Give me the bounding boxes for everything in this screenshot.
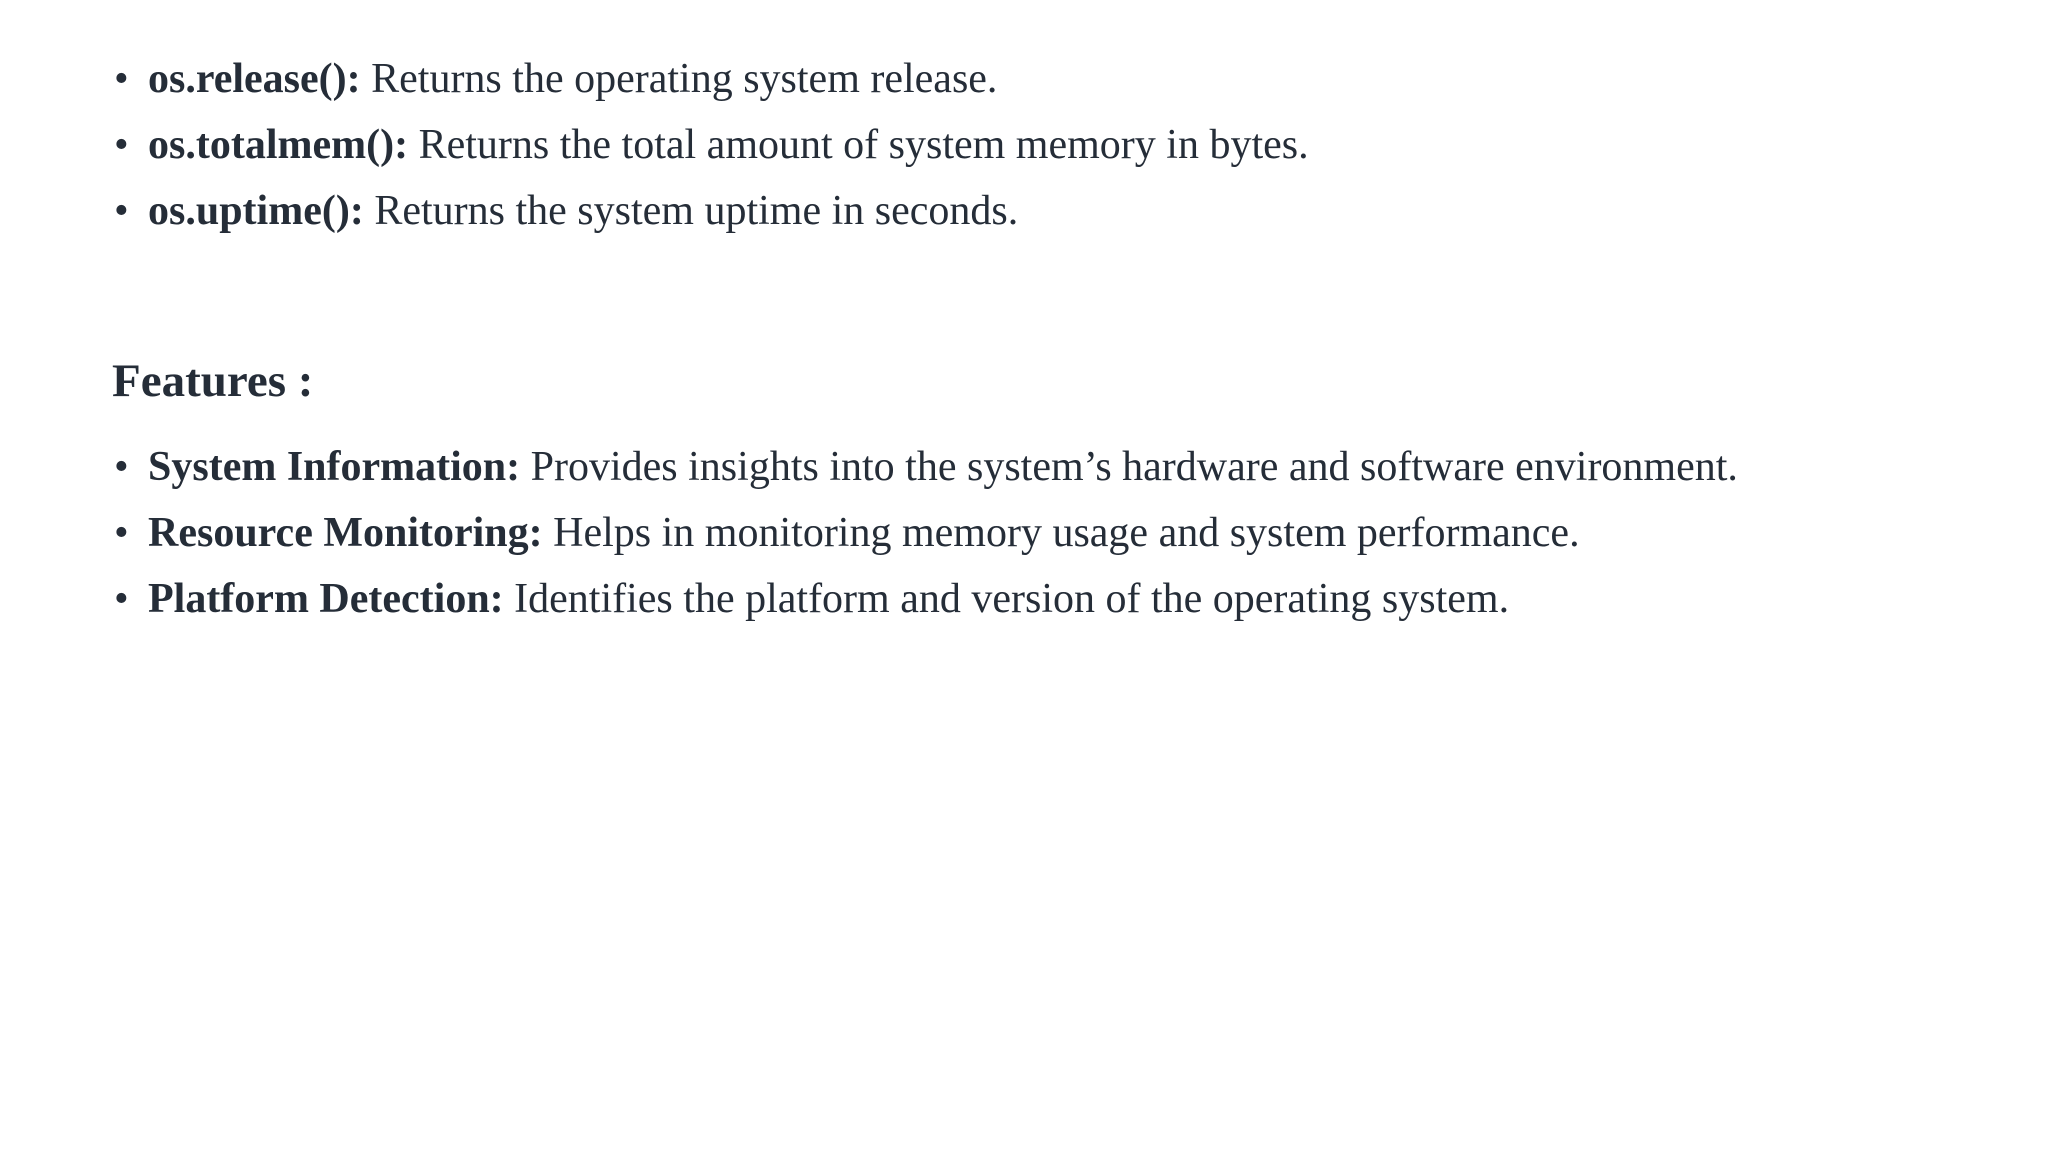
list-item-description: Returns the system uptime in seconds. [363, 188, 1019, 234]
features-heading: Features : [112, 355, 314, 407]
section-spacer [112, 244, 1962, 352]
list-item-term: os.release(): [148, 56, 361, 102]
bullet-icon: • [114, 122, 129, 168]
heading-spacer [112, 410, 1962, 434]
list-item: • os.release(): Returns the operating sys… [112, 46, 1962, 112]
list-item-term: System Information: [148, 444, 521, 490]
bullet-icon: • [114, 188, 129, 234]
list-item: • System Information: Provides insights i… [112, 434, 1962, 500]
list-item-description: Returns the total amount of system memor… [408, 122, 1309, 168]
list-item-description: Provides insights into the system’s hard… [520, 444, 1738, 490]
list-item-term: os.totalmem(): [148, 122, 409, 168]
bullet-icon: • [114, 510, 129, 556]
os-methods-list: • os.release(): Returns the operating sys… [112, 46, 1962, 244]
list-item-description: Identifies the platform and version of t… [503, 576, 1510, 622]
bullet-icon: • [114, 56, 129, 102]
features-list: • System Information: Provides insights i… [112, 434, 1962, 632]
list-item-description: Returns the operating system release. [360, 56, 998, 102]
list-item-description: Helps in monitoring memory usage and sys… [542, 510, 1580, 556]
bullet-icon: • [114, 444, 129, 490]
bullet-icon: • [114, 576, 129, 622]
slide-content: • os.release(): Returns the operating sys… [112, 46, 1962, 632]
list-item-term: Platform Detection: [148, 576, 504, 622]
list-item: • os.uptime(): Returns the system uptime … [112, 178, 1962, 244]
list-item: • Platform Detection: Identifies the plat… [112, 566, 1962, 632]
list-item: • os.totalmem(): Returns the total amount… [112, 112, 1962, 178]
list-item-term: os.uptime(): [148, 188, 364, 234]
list-item: • Resource Monitoring: Helps in monitorin… [112, 500, 1962, 566]
list-item-term: Resource Monitoring: [148, 510, 543, 556]
